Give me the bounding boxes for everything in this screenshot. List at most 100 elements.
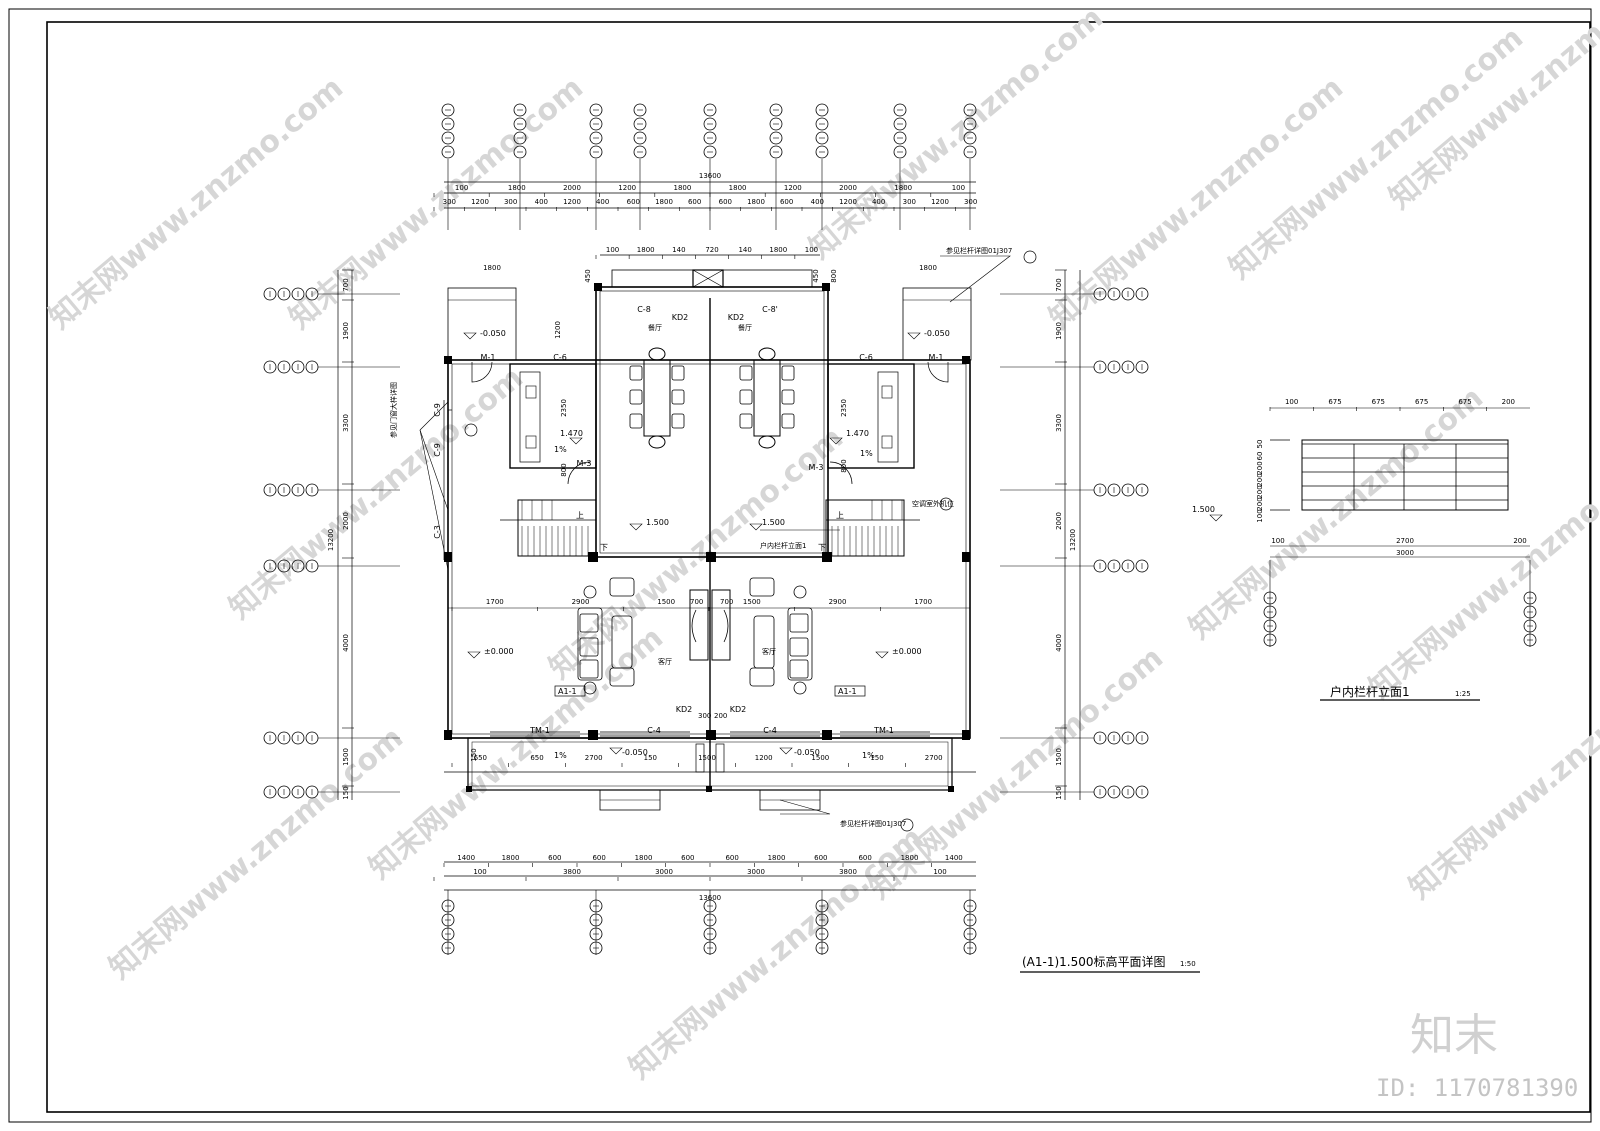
- bottom-total-dim: 13600: [699, 894, 721, 902]
- dim-label: 1800: [894, 184, 912, 192]
- top-total-dim: 13600: [699, 172, 721, 180]
- dim-label: 1900: [342, 322, 350, 340]
- door-tm1-right: TM-1: [873, 726, 894, 735]
- dim-label: 2700: [585, 754, 603, 762]
- room-dining-left: 餐厅: [648, 323, 662, 332]
- dim-label: 2000: [839, 184, 857, 192]
- dim-label: 600: [592, 854, 605, 862]
- axis-bubble: [1121, 287, 1135, 301]
- dim-label: 1900: [1055, 322, 1063, 340]
- dim-label: 1200: [554, 321, 562, 339]
- door-m1-right: M-1: [929, 353, 944, 362]
- dim-label: 1700: [486, 598, 504, 606]
- dim-label: 150: [644, 754, 657, 762]
- door-tm1-left: TM-1: [529, 726, 550, 735]
- axis-bubble: [633, 117, 647, 131]
- axis-bubble: [963, 117, 977, 131]
- dim-label: 675: [1328, 398, 1341, 406]
- axis-bubble: [893, 145, 907, 159]
- right-dim-parts: 7001900330020004000150015023508001800450…: [584, 264, 1067, 800]
- axis-bubble: [263, 559, 277, 573]
- dim-label: 600: [627, 198, 640, 206]
- dim-label: 100: [455, 184, 468, 192]
- dim-label: 200: [1502, 398, 1515, 406]
- axis-bubble: [703, 117, 717, 131]
- dim-label: 300: [504, 198, 517, 206]
- dim-label: 600: [725, 854, 738, 862]
- axis-bubble: [1121, 731, 1135, 745]
- dim-label: 2700: [925, 754, 943, 762]
- dim-label: 1500: [342, 748, 350, 766]
- main-title: (A1-1)1.500标高平面详图: [1022, 954, 1166, 969]
- stair-up-left: 上: [576, 511, 584, 520]
- axis-bubble: [1121, 360, 1135, 374]
- dim-label: 1500: [698, 754, 716, 762]
- dim-label: 1800: [769, 246, 787, 254]
- axis-bubble: [441, 131, 455, 145]
- dim-label: 1200: [784, 184, 802, 192]
- callout-a1-1-right: A1-1: [838, 687, 857, 696]
- axis-bubble: [815, 103, 829, 117]
- axis-bubble: [263, 731, 277, 745]
- kitchen-right: [827, 363, 915, 469]
- dim-label: 3800: [563, 868, 581, 876]
- kd2-3: KD2: [676, 705, 693, 714]
- image-id: ID: 1170781390: [1376, 1074, 1578, 1102]
- door-dim-a: 700: [690, 598, 703, 606]
- floor-plan: [419, 250, 1223, 832]
- dim-label: 1800: [768, 854, 786, 862]
- axis-bubble: [291, 360, 305, 374]
- axis-bubble: [589, 117, 603, 131]
- dim-label: 400: [872, 198, 885, 206]
- door-dim-d: 200: [714, 712, 727, 720]
- dim-label: 200: [1256, 461, 1264, 474]
- axis-bubble: [893, 131, 907, 145]
- dim-label: 600: [719, 198, 732, 206]
- dim-label: 3000: [655, 868, 673, 876]
- note-ac: 空调室外机位: [912, 499, 954, 508]
- dim-label: 100: [606, 246, 619, 254]
- dim-label: 1200: [839, 198, 857, 206]
- level-dining-right: 1.500: [762, 518, 785, 527]
- dim-label: 3300: [1055, 414, 1063, 432]
- callout-a1-1-left: A1-1: [558, 687, 577, 696]
- axis-bubble: [703, 103, 717, 117]
- dim-label: 4000: [1055, 634, 1063, 652]
- axis-bubble: [1107, 785, 1121, 799]
- level-terrace-left: -0.050: [480, 329, 506, 338]
- kd2-2: KD2: [728, 313, 745, 322]
- stair-down-right: 下: [818, 543, 826, 552]
- window-c9-b: C-9: [433, 443, 442, 457]
- dim-label: 450: [584, 269, 592, 282]
- dim-label: 200: [1256, 485, 1264, 498]
- axis-bubble: [815, 131, 829, 145]
- axis-bubble: [291, 559, 305, 573]
- dim-label: 140: [738, 246, 751, 254]
- dim-label: 800: [560, 463, 568, 476]
- level-porch-right: -0.050: [794, 748, 820, 757]
- kitchen-left: [509, 363, 597, 469]
- dim-label: 1800: [508, 184, 526, 192]
- dim-label: 150: [1055, 786, 1063, 799]
- kd2-1: KD2: [672, 313, 689, 322]
- dim-label: 600: [688, 198, 701, 206]
- axis-bubble: [633, 131, 647, 145]
- axis-bubble: [589, 131, 603, 145]
- dim-label: 200: [1513, 537, 1526, 545]
- room-dining-right: 餐厅: [738, 323, 752, 332]
- axis-bubble: [633, 103, 647, 117]
- window-c8: C-8: [637, 305, 651, 314]
- dim-label: 1500: [743, 598, 761, 606]
- dim-label: 1800: [673, 184, 691, 192]
- dim-label: 1500: [1055, 748, 1063, 766]
- dim-label: 2350: [840, 399, 848, 417]
- axis-bubble: [589, 103, 603, 117]
- kd2-4: KD2: [730, 705, 747, 714]
- axis-bubble: [589, 145, 603, 159]
- window-c4-right: C-4: [763, 726, 777, 735]
